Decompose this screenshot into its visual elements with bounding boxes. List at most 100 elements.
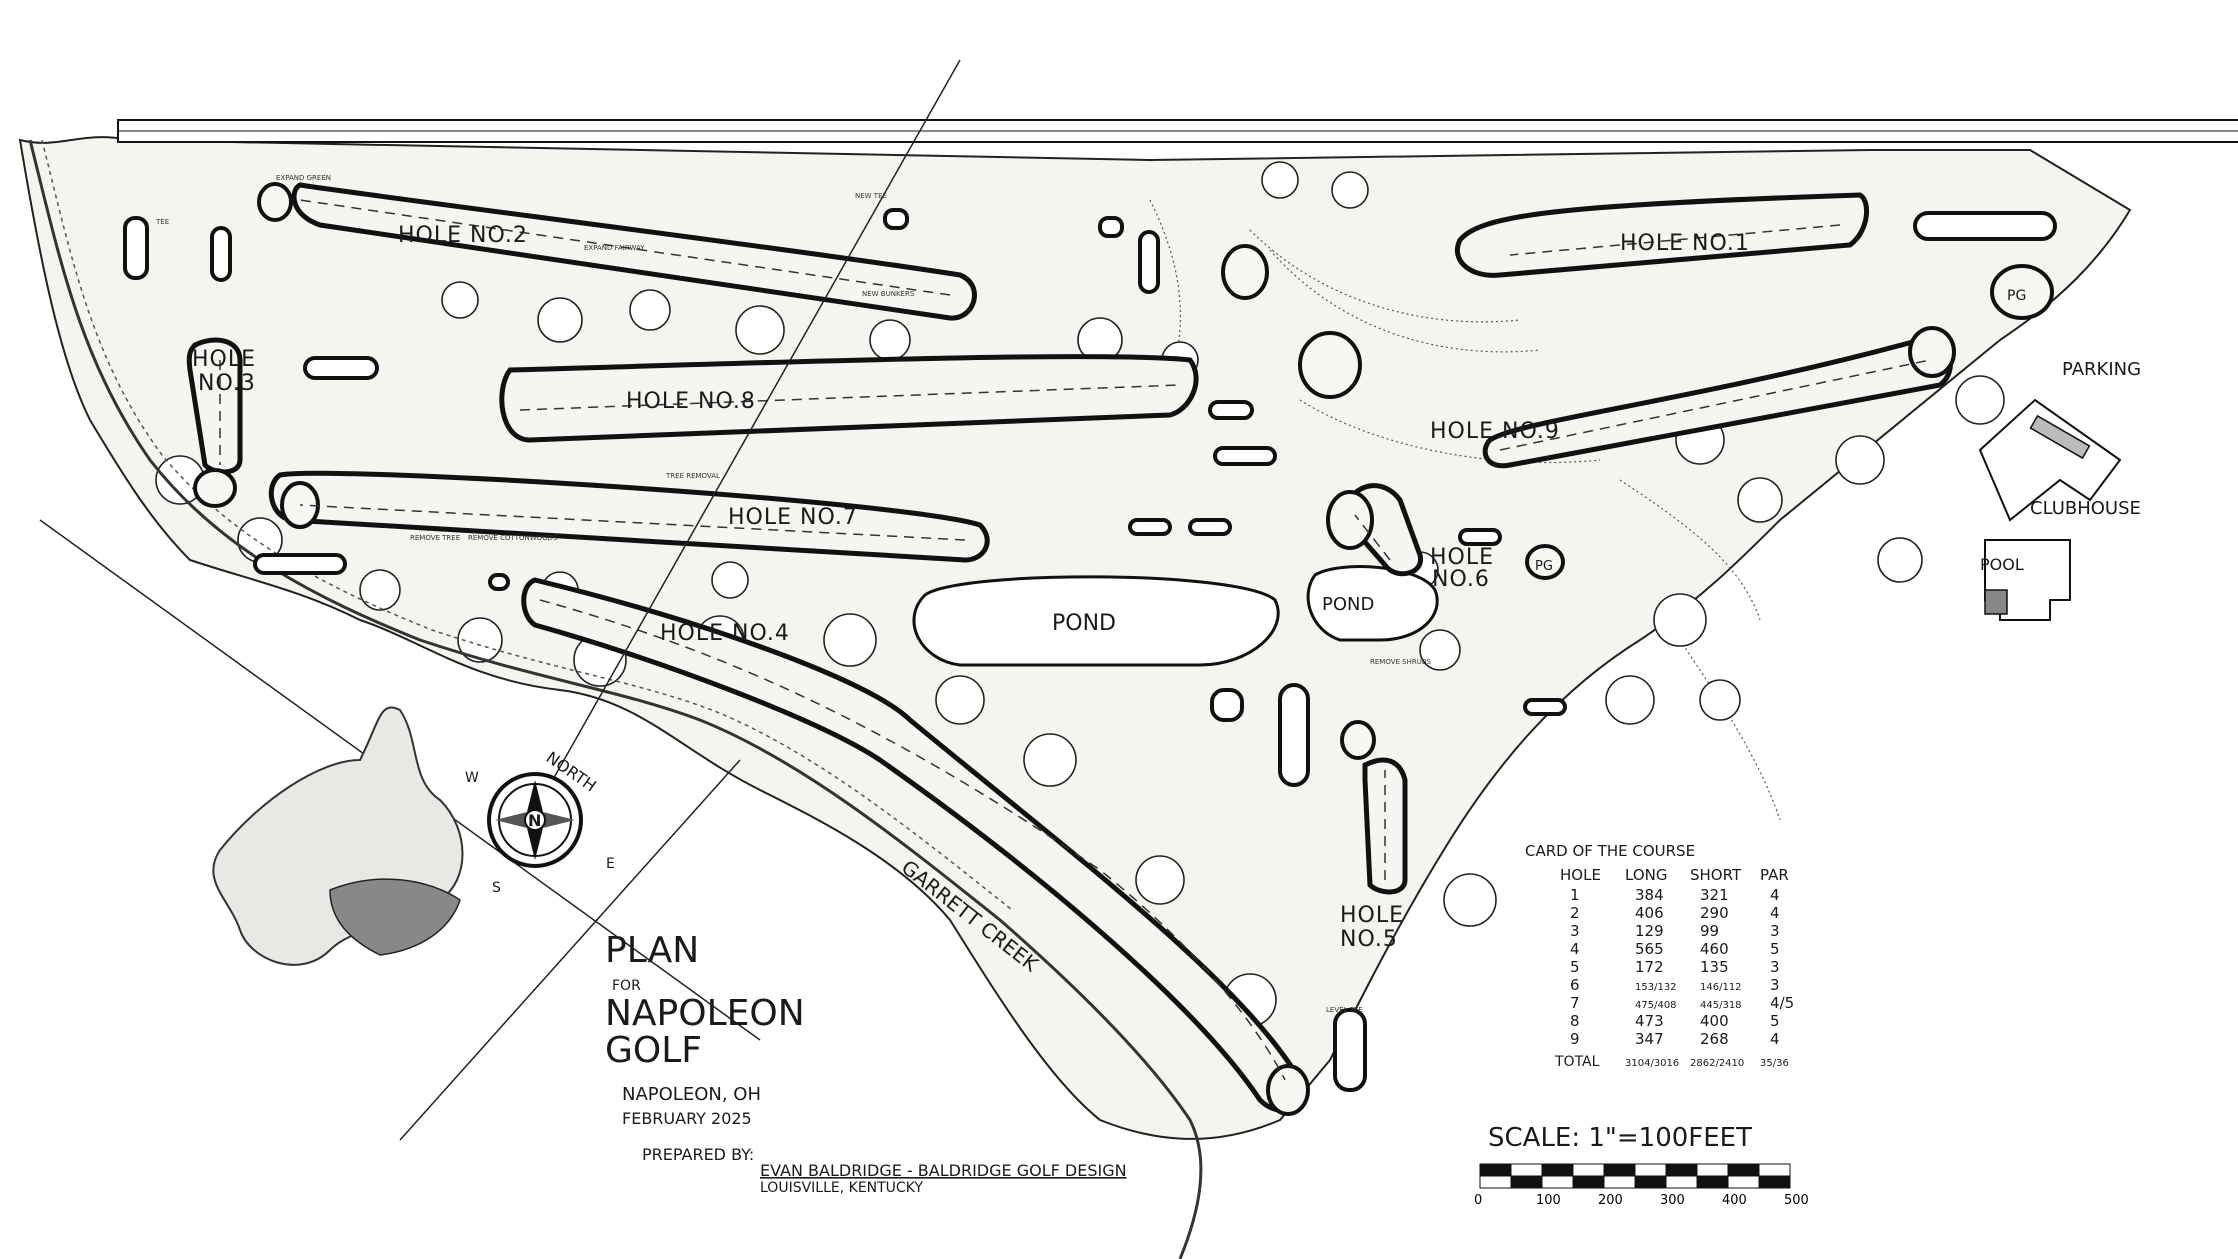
scorecard-cell: 146/112 xyxy=(1700,982,1742,993)
annotation-remove-cottonwoods: REMOVE COTTONWOODS xyxy=(468,534,558,542)
scale-segment xyxy=(1603,1163,1636,1177)
scorecard-cell: 3 xyxy=(1770,976,1780,994)
annotation-new-tee: NEW TEE xyxy=(855,192,887,200)
scale-segment xyxy=(1634,1175,1667,1189)
scale-tick-label: 200 xyxy=(1598,1193,1623,1208)
scorecard-cell: 321 xyxy=(1700,886,1729,904)
hole-4-label: HOLE NO.4 xyxy=(660,621,790,646)
scorecard-header: SHORT xyxy=(1690,866,1742,884)
scorecard-total-cell: TOTAL xyxy=(1554,1054,1600,1070)
annotation-remove-tree: REMOVE TREE xyxy=(410,534,460,542)
fairway-hole-7 xyxy=(268,470,990,563)
scorecard-header: PAR xyxy=(1760,866,1789,884)
scorecard-cell: 384 xyxy=(1635,886,1664,904)
fairway-hole-4 xyxy=(521,577,1305,1113)
scorecard-cell: 460 xyxy=(1700,940,1729,958)
scorecard-cell: 475/408 xyxy=(1635,1000,1677,1011)
prepared-by-city: LOUISVILLE, KENTUCKY xyxy=(760,1180,923,1196)
scorecard-cell: 129 xyxy=(1635,922,1664,940)
scale-segment xyxy=(1510,1175,1543,1189)
scale-segment xyxy=(1696,1163,1729,1177)
scale-segment xyxy=(1758,1163,1791,1177)
scorecard-cell: 473 xyxy=(1635,1012,1664,1030)
fairway-hole-3 xyxy=(186,337,243,475)
scorecard-cell: 347 xyxy=(1635,1030,1664,1048)
scorecard-cell: 4 xyxy=(1770,904,1780,922)
annotation-level-tee: LEVEL TEE xyxy=(1326,1006,1363,1014)
hole-labels: HOLE NO.1 HOLE NO.2 HOLE NO.3 HOLE NO.4 … xyxy=(192,223,1750,952)
scale-segment xyxy=(1541,1175,1574,1189)
title-line-4: GOLF xyxy=(605,1030,702,1071)
scorecard-cell: 565 xyxy=(1635,940,1664,958)
scale-segment xyxy=(1541,1163,1574,1177)
practice-green-label-1: PG xyxy=(2007,288,2026,304)
date-text: FEBRUARY 2025 xyxy=(622,1109,752,1128)
title-line-3: NAPOLEON xyxy=(605,993,805,1034)
clubhouse-area xyxy=(1978,398,2122,621)
hole-1-label: HOLE NO.1 xyxy=(1620,231,1750,256)
title-line-1: PLAN xyxy=(605,930,699,971)
fairway-hole-2 xyxy=(291,182,977,321)
scorecard-cell: 7 xyxy=(1570,994,1580,1012)
annotation-expand-green: EXPAND GREEN xyxy=(276,174,331,182)
scorecard-cell: 5 xyxy=(1570,958,1580,976)
scorecard-cell: 1 xyxy=(1570,886,1580,904)
prepared-by-label: PREPARED BY: xyxy=(642,1145,754,1164)
scorecard-total-cell: 2862/2410 xyxy=(1690,1058,1744,1069)
compass-n-letter: N xyxy=(528,811,541,830)
scale-segment xyxy=(1603,1175,1636,1189)
practice-green-label-2: PG xyxy=(1535,559,1553,574)
scale-tick-label: 100 xyxy=(1536,1193,1561,1208)
pond-label-2: POND xyxy=(1322,594,1374,615)
hole-9-label: HOLE NO.9 xyxy=(1430,419,1560,444)
parking-label: PARKING xyxy=(2062,359,2141,380)
scorecard-cell: 4 xyxy=(1770,1030,1780,1048)
scorecard-cell: 5 xyxy=(1770,940,1780,958)
scale-segment xyxy=(1572,1175,1605,1189)
play-lines xyxy=(219,199,1931,1081)
hole-6-label-a: HOLE xyxy=(1430,545,1494,570)
title-block: PLAN FOR NAPOLEON GOLF NAPOLEON, OH FEBR… xyxy=(605,930,1127,1196)
scale-segment xyxy=(1510,1163,1543,1177)
hole-8-label: HOLE NO.8 xyxy=(626,389,756,414)
horse-rider-illustration xyxy=(212,706,464,966)
scorecard-cell: 6 xyxy=(1570,976,1580,994)
scorecard-total-cell: 3104/3016 xyxy=(1625,1058,1679,1069)
annotation-expand-fairway: EXPAND FAIRWAY xyxy=(584,244,645,252)
tree-clusters xyxy=(155,161,2005,1027)
scorecard-cell: 5 xyxy=(1770,1012,1780,1030)
scorecard-cell: 268 xyxy=(1700,1030,1729,1048)
fairway-hole-1 xyxy=(1455,192,1870,278)
scorecard-cell: 3 xyxy=(1770,958,1780,976)
scorecard-cell: 290 xyxy=(1700,904,1729,922)
scale-segment xyxy=(1665,1175,1698,1189)
scale-segment xyxy=(1727,1163,1760,1177)
scale-segment xyxy=(1479,1163,1512,1177)
compass-e-letter: E xyxy=(606,856,615,872)
annotations: EXPAND GREEN EXPAND FAIRWAY NEW BUNKERS … xyxy=(155,174,1432,1014)
clubhouse-label: CLUBHOUSE xyxy=(2030,498,2141,519)
scorecard-cell: 99 xyxy=(1700,922,1719,940)
annotation-new-bunkers: NEW BUNKERS xyxy=(862,290,915,298)
fairways xyxy=(186,182,1953,1113)
annotation-tree-removal: TREE REMOVAL xyxy=(665,472,720,480)
scale-tick-label: 0 xyxy=(1474,1193,1482,1208)
hole-2-label: HOLE NO.2 xyxy=(398,223,528,248)
hole-3-label-b: NO.3 xyxy=(198,371,256,396)
scale-tick-label: 400 xyxy=(1722,1193,1747,1208)
hole-3-label-a: HOLE xyxy=(192,347,256,372)
scale-segment xyxy=(1758,1175,1791,1189)
scorecard-header: LONG xyxy=(1625,866,1667,884)
scorecard-cell: 400 xyxy=(1700,1012,1729,1030)
scorecard-total-cell: 35/36 xyxy=(1760,1058,1789,1069)
scale-segment xyxy=(1665,1163,1698,1177)
compass-s-letter: S xyxy=(492,880,501,896)
scorecard-cell: 4 xyxy=(1570,940,1580,958)
bunkers xyxy=(123,208,2057,1092)
ponds xyxy=(912,565,1439,667)
prepared-by-name: EVAN BALDRIDGE - BALDRIDGE GOLF DESIGN xyxy=(760,1161,1127,1180)
annotation-remove-shrubs: REMOVE SHRUBS xyxy=(1370,658,1432,666)
scale-tick-label: 500 xyxy=(1784,1193,1809,1208)
hole-7-label: HOLE NO.7 xyxy=(728,505,858,530)
